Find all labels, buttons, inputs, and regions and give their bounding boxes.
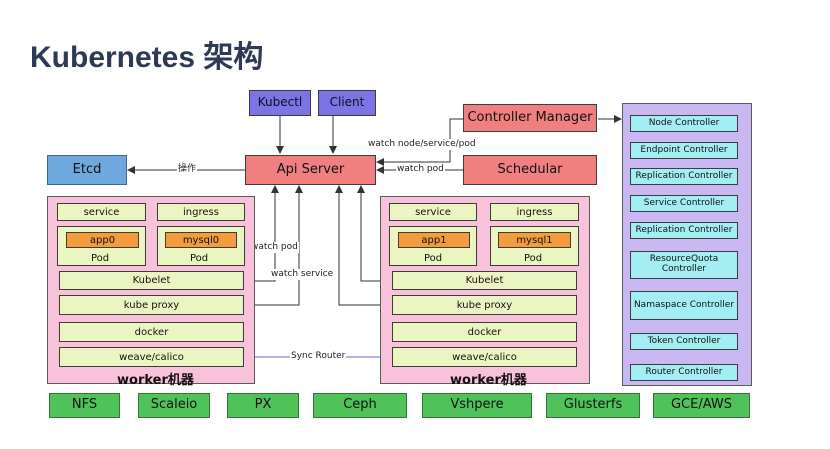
kubectl-box: Kubectl [249, 90, 311, 116]
storage-px: PX [227, 393, 299, 418]
etcd-box: Etcd [47, 155, 127, 185]
worker-left-pod-label-2: Pod [190, 253, 209, 264]
controller-token: Token Controller [630, 333, 738, 350]
worker-right-ingress: ingress [490, 203, 579, 221]
worker-right-kube-proxy: kube proxy [392, 295, 577, 315]
worker-right-docker: docker [392, 322, 577, 342]
worker-left-app: app0 [66, 232, 139, 248]
client-box: Client [318, 90, 376, 116]
storage-glusterfs: Glusterfs [546, 393, 640, 418]
controller-replication-1: Replication Controller [630, 168, 738, 185]
worker-right-kubelet: Kubelet [392, 271, 577, 290]
controller-service: Service Controller [630, 195, 738, 212]
worker-left-ingress: ingress [157, 203, 245, 221]
storage-vsphere: Vshpere [422, 393, 532, 418]
watch-service-label: watch service [270, 269, 335, 280]
proxy-left-to-api [244, 185, 303, 306]
worker-right-network: weave/calico [392, 347, 577, 367]
worker-left-label: worker机器 [117, 373, 194, 388]
worker-left-pod-label-1: Pod [91, 253, 110, 264]
worker-left-service: service [57, 203, 146, 221]
controller-namespace: Namaspace Controller [630, 291, 738, 320]
watch-pod-sched-label: watch pod [396, 164, 445, 175]
worker-right-mysql: mysql1 [498, 232, 571, 248]
watch-node-service-pod-label: watch node/service/pod [367, 139, 477, 150]
controller-endpoint: Endpoint Controller [630, 142, 738, 159]
worker-left-network: weave/calico [59, 347, 244, 367]
schedular-box: Schedular [463, 155, 597, 185]
sync-router-label: Sync Router [290, 351, 347, 362]
worker-right-pod-label-2: Pod [524, 253, 543, 264]
storage-scaleio: Scaleio [138, 393, 210, 418]
page-title: Kubernetes 架构 [30, 41, 264, 74]
worker-left-kubelet: Kubelet [59, 271, 244, 290]
worker-left-mysql: mysql0 [165, 232, 237, 248]
controller-router: Router Controller [630, 364, 738, 381]
controller-replication-2: Replication Controller [630, 222, 738, 239]
api-server-box: Api Server [245, 155, 376, 185]
controller-manager-box: Controller Manager [463, 104, 597, 132]
controller-resourcequota: ResourceQuota Controller [630, 251, 738, 279]
storage-gce-aws: GCE/AWS [653, 393, 750, 418]
etcd-operation-label: 操作 [177, 164, 198, 175]
watch-pod-label: watch pod [250, 242, 299, 253]
worker-left-kube-proxy: kube proxy [59, 295, 244, 315]
controller-node: Node Controller [630, 115, 738, 132]
worker-right-app: app1 [398, 232, 470, 248]
worker-right-service: service [389, 203, 477, 221]
worker-right-pod-label-1: Pod [424, 253, 443, 264]
worker-right-label: worker机器 [450, 373, 527, 388]
worker-left-docker: docker [59, 322, 244, 342]
proxy-right-to-api [335, 185, 392, 306]
storage-ceph: Ceph [313, 393, 407, 418]
storage-nfs: NFS [49, 393, 120, 418]
